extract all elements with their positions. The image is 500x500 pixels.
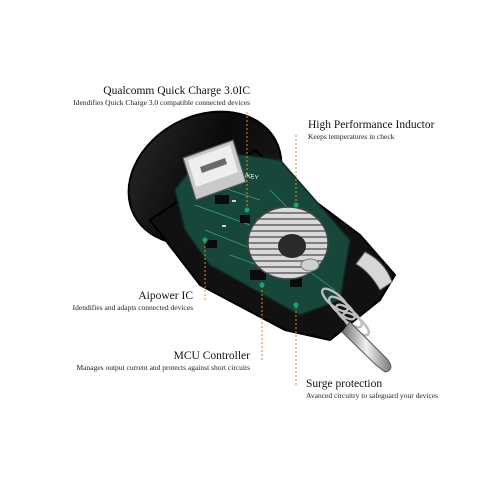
board-brand-mark: AUKEY — [238, 172, 259, 181]
annotation-surge-title: Surge protection — [306, 378, 383, 390]
annotation-mcu-desc: Manages output current and protects agai… — [76, 363, 251, 372]
leader-lines — [204, 112, 297, 385]
annotation-aipower: Aipower IC Idendifies and adapts connect… — [73, 290, 193, 313]
annotation-surge-desc: Avanced circuitry to safeguard your devi… — [306, 391, 439, 400]
leader-dots — [202, 202, 299, 308]
side-contact — [355, 251, 393, 291]
annotation-inductor-title: High Performance Inductor — [308, 119, 435, 131]
annotation-inductor-desc: Keeps temperatures in check — [308, 132, 395, 141]
annotation-aipower-desc: Idendifies and adapts connected devices — [72, 303, 193, 312]
annotation-inductor: High Performance Inductor Keeps temperat… — [308, 119, 434, 142]
contact-spring — [320, 287, 392, 373]
annotation-qualcomm: Qualcomm Quick Charge 3.0IC Idendifies Q… — [73, 85, 250, 108]
annotation-qualcomm-title: Qualcomm Quick Charge 3.0IC — [103, 85, 250, 97]
inductor-coil — [247, 206, 329, 280]
annotation-aipower-title: Aipower IC — [138, 290, 193, 302]
annotation-qualcomm-desc: Idendifies Quick Charge 3.0 compatible c… — [73, 98, 250, 107]
usb-port — [182, 139, 247, 201]
annotation-surge: Surge protection Avanced circuitry to sa… — [306, 378, 438, 401]
annotation-mcu: MCU Controller Manages output current an… — [77, 350, 251, 373]
annotation-mcu-title: MCU Controller — [173, 350, 250, 362]
